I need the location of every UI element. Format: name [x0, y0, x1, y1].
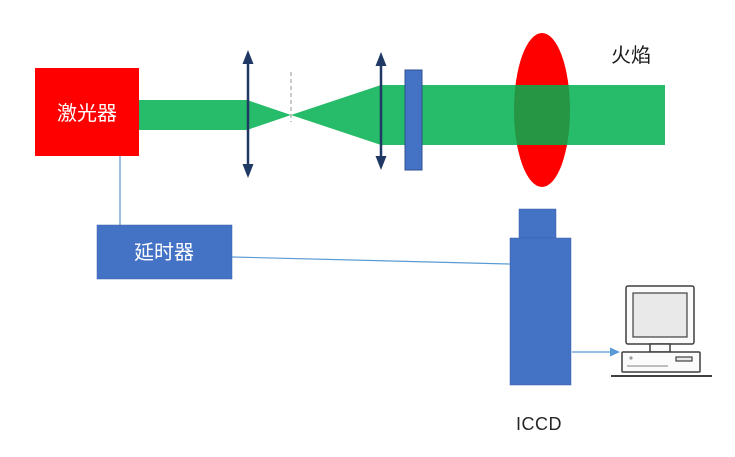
laser-box: [35, 68, 139, 156]
flame-label: 火焰: [611, 44, 651, 67]
iccd-camera: [509, 208, 572, 386]
lens-left-icon: [242, 50, 254, 178]
computer-icon: [611, 285, 712, 377]
iccd-head: [518, 208, 557, 239]
laser-beam: [139, 85, 665, 145]
delay-box: [96, 224, 233, 280]
iccd-body: [509, 237, 572, 386]
iccd-label: ICCD: [516, 414, 562, 434]
filter-plate: [404, 69, 423, 171]
iccd-computer-arrow: [572, 347, 620, 357]
delay-iccd-connector: [231, 256, 511, 265]
delay-label: 延时器: [134, 241, 194, 264]
lens-right-icon: [375, 52, 387, 170]
laser-label: 激光器: [57, 102, 117, 125]
